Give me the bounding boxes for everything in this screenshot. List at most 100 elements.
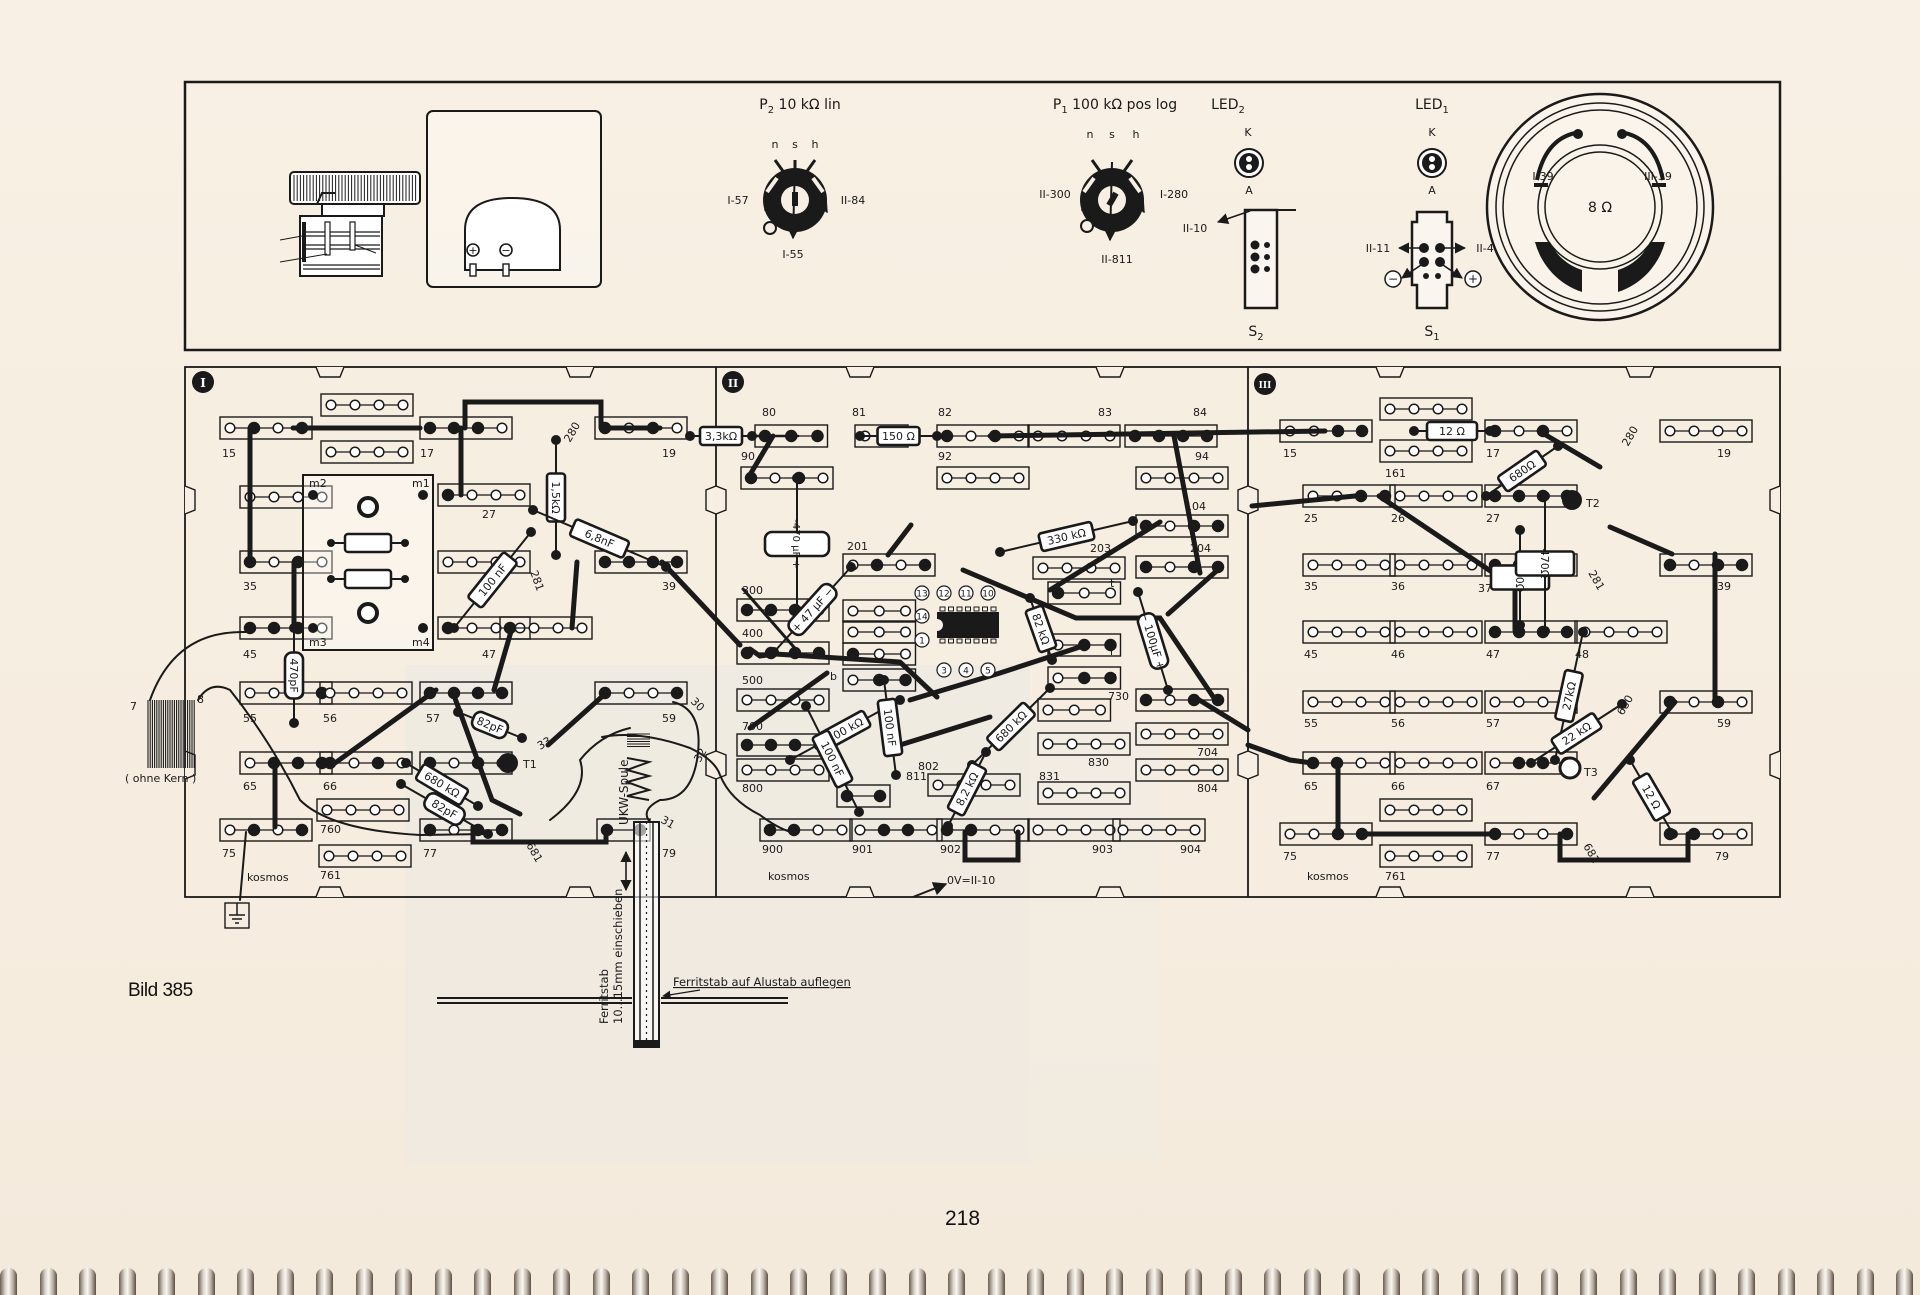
terminal-hole[interactable] <box>899 605 912 617</box>
terminal-hole[interactable] <box>1061 562 1073 574</box>
terminal-hole[interactable] <box>448 757 460 769</box>
terminal-hole[interactable] <box>1004 779 1016 791</box>
terminal-hole[interactable] <box>1688 425 1700 437</box>
terminal-hole[interactable] <box>1052 672 1064 684</box>
terminal-hole[interactable] <box>1384 403 1396 415</box>
terminal-hole[interactable] <box>1139 560 1153 574</box>
terminal-hole[interactable] <box>1408 850 1420 862</box>
terminal-hole[interactable] <box>371 756 385 770</box>
terminal-hole[interactable] <box>1188 764 1200 776</box>
terminal-hole[interactable] <box>1664 425 1676 437</box>
terminal-hole[interactable] <box>447 421 461 435</box>
terminal-hole[interactable] <box>1379 626 1391 638</box>
terminal-hole[interactable] <box>1066 738 1078 750</box>
terminal-hole[interactable] <box>1466 696 1478 708</box>
terminal-hole[interactable] <box>224 422 236 434</box>
terminal-hole[interactable] <box>926 824 938 836</box>
terminal-hole[interactable] <box>1104 671 1117 685</box>
terminal-hole[interactable] <box>1418 626 1430 638</box>
terminal-hole[interactable] <box>576 622 588 634</box>
terminal-hole[interactable] <box>1165 824 1177 836</box>
terminal-hole[interactable] <box>396 687 408 699</box>
terminal-hole[interactable] <box>847 674 859 686</box>
terminal-hole[interactable] <box>1736 425 1748 437</box>
terminal-hole[interactable] <box>1712 425 1724 437</box>
terminal-hole[interactable] <box>873 605 885 617</box>
terminal-hole[interactable] <box>1513 828 1525 840</box>
terminal-hole[interactable] <box>1042 704 1054 716</box>
terminal-hole[interactable] <box>1384 804 1396 816</box>
terminal-hole[interactable] <box>224 824 236 836</box>
terminal-hole[interactable] <box>1384 445 1396 457</box>
terminal-hole[interactable] <box>1512 756 1526 770</box>
terminal-hole[interactable] <box>989 824 1001 836</box>
terminal-hole[interactable] <box>622 555 636 569</box>
terminal-hole[interactable] <box>901 823 915 837</box>
terminal-hole[interactable] <box>670 555 684 569</box>
terminal-hole[interactable] <box>1627 626 1639 638</box>
terminal-hole[interactable] <box>244 687 256 699</box>
terminal-hole[interactable] <box>1331 424 1345 438</box>
terminal-hole[interactable] <box>325 399 337 411</box>
terminal-hole[interactable] <box>395 850 407 862</box>
terminal-hole[interactable] <box>1456 445 1468 457</box>
terminal-hole[interactable] <box>496 422 508 434</box>
terminal-hole[interactable] <box>1164 561 1176 573</box>
terminal-hole[interactable] <box>1141 824 1153 836</box>
terminal-hole[interactable] <box>1513 425 1525 437</box>
terminal-hole[interactable] <box>1308 828 1320 840</box>
terminal-hole[interactable] <box>1408 403 1420 415</box>
terminal-hole[interactable] <box>1066 787 1078 799</box>
terminal-hole[interactable] <box>1078 587 1090 599</box>
terminal-hole[interactable] <box>1164 728 1176 740</box>
terminal-hole[interactable] <box>1211 519 1225 533</box>
terminal-hole[interactable] <box>895 559 907 571</box>
terminal-hole[interactable] <box>490 489 502 501</box>
terminal-hole[interactable] <box>1489 696 1501 708</box>
terminal-hole[interactable] <box>1466 490 1478 502</box>
terminal-hole[interactable] <box>1042 738 1054 750</box>
terminal-hole[interactable] <box>1013 472 1025 484</box>
terminal-hole[interactable] <box>899 673 912 687</box>
terminal-hole[interactable] <box>1408 804 1420 816</box>
terminal-hole[interactable] <box>623 687 635 699</box>
terminal-hole[interactable] <box>372 687 384 699</box>
terminal-hole[interactable] <box>1432 850 1444 862</box>
terminal-hole[interactable] <box>769 472 781 484</box>
terminal-hole[interactable] <box>1078 671 1091 685</box>
terminal-hole[interactable] <box>789 764 801 776</box>
terminal-hole[interactable] <box>1512 489 1526 503</box>
terminal-hole[interactable] <box>1651 626 1663 638</box>
terminal-hole[interactable] <box>1164 694 1176 706</box>
terminal-hole[interactable] <box>811 429 824 443</box>
terminal-hole[interactable] <box>1736 828 1748 840</box>
terminal-hole[interactable] <box>1032 824 1044 836</box>
terminal-hole[interactable] <box>1331 626 1343 638</box>
terminal-hole[interactable] <box>393 804 405 816</box>
terminal-hole[interactable] <box>1164 472 1176 484</box>
terminal-hole[interactable] <box>1355 757 1367 769</box>
terminal-hole[interactable] <box>321 804 333 816</box>
terminal-hole[interactable] <box>1090 738 1102 750</box>
terminal-hole[interactable] <box>1394 490 1406 502</box>
terminal-hole[interactable] <box>397 399 409 411</box>
terminal-hole[interactable] <box>788 738 802 752</box>
terminal-hole[interactable] <box>291 756 305 770</box>
terminal-hole[interactable] <box>1140 764 1152 776</box>
terminal-hole[interactable] <box>1488 625 1502 639</box>
terminal-hole[interactable] <box>349 446 361 458</box>
terminal-hole[interactable] <box>1432 403 1444 415</box>
terminal-hole[interactable] <box>1489 757 1501 769</box>
terminal-hole[interactable] <box>1418 559 1430 571</box>
terminal-hole[interactable] <box>873 789 887 803</box>
terminal-hole[interactable] <box>1188 728 1200 740</box>
terminal-hole[interactable] <box>1139 693 1153 707</box>
terminal-hole[interactable] <box>1442 757 1454 769</box>
terminal-hole[interactable] <box>514 489 526 501</box>
terminal-hole[interactable] <box>940 429 954 443</box>
terminal-hole[interactable] <box>1442 696 1454 708</box>
terminal-hole[interactable] <box>495 686 509 700</box>
terminal-hole[interactable] <box>1394 696 1406 708</box>
terminal-hole[interactable] <box>324 687 336 699</box>
terminal-hole[interactable] <box>1114 738 1126 750</box>
